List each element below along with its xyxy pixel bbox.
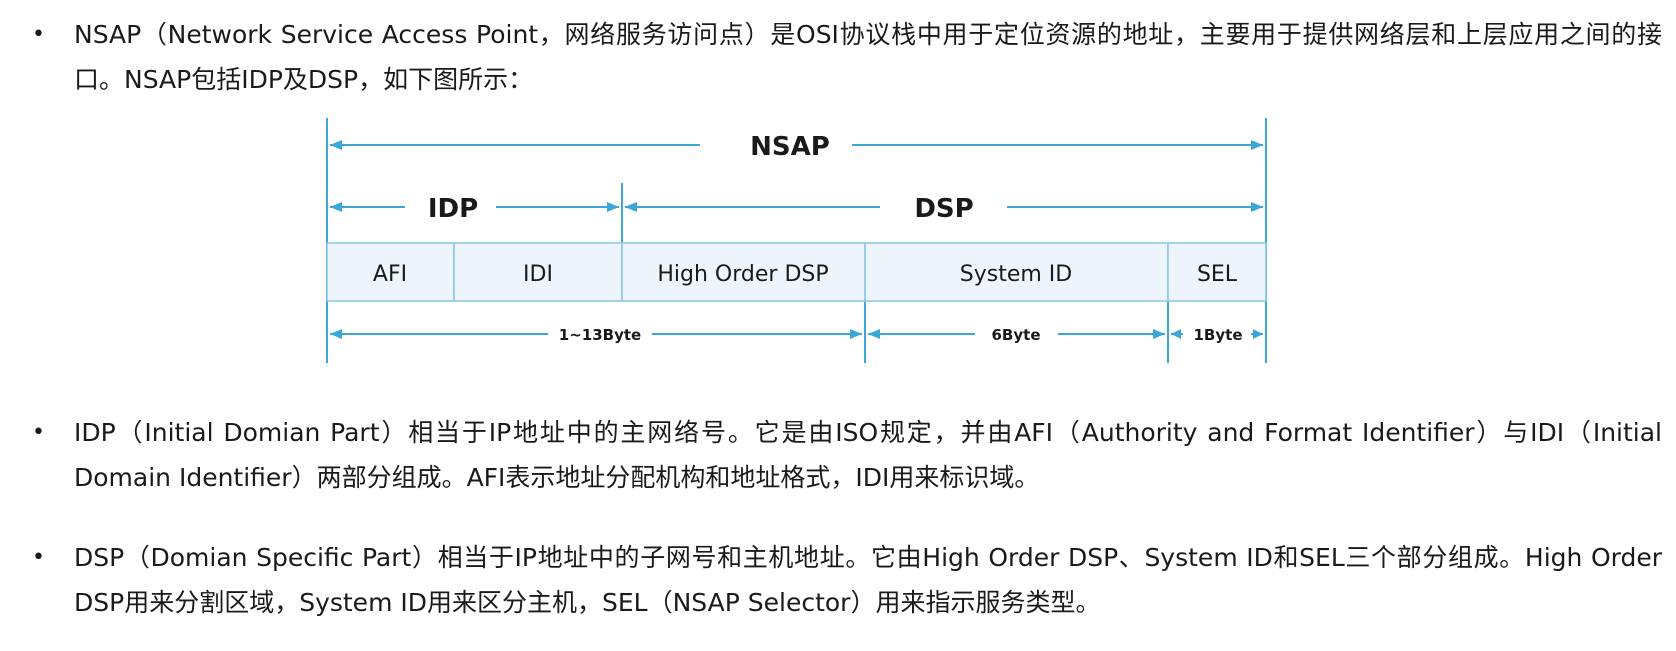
paragraph-text: IDP（Initial Domian Part）相当于IP地址中的主网络号。它是…	[74, 418, 1662, 492]
size-span-arrow-1	[330, 329, 862, 339]
paragraph-nsap: • NSAP（Network Service Access Point，网络服务…	[32, 12, 1662, 102]
idp-span-arrow	[330, 202, 619, 212]
field-idi-label: IDI	[523, 262, 553, 287]
field-system-id-label: System ID	[960, 262, 1072, 287]
field-afi-label: AFI	[373, 262, 407, 287]
bullet: •	[32, 545, 45, 570]
field-system-id	[864, 242, 1169, 302]
paragraph-text: NSAP（Network Service Access Point，网络服务访问…	[74, 20, 1662, 94]
nsap-span-arrow	[330, 140, 1263, 150]
field-sel	[1167, 242, 1267, 302]
idp-label: IDP	[428, 194, 478, 224]
field-idi	[453, 242, 623, 302]
paragraph-text: DSP（Domian Specific Part）相当于IP地址中的子网号和主机…	[74, 543, 1662, 617]
size-span-arrow-3	[1171, 329, 1263, 339]
paragraph-dsp: • DSP（Domian Specific Part）相当于IP地址中的子网号和…	[32, 535, 1662, 625]
dsp-label: DSP	[914, 194, 973, 224]
field-afi	[326, 242, 455, 302]
dsp-span-arrow	[625, 202, 1263, 212]
field-sel-label: SEL	[1197, 262, 1238, 287]
bullet: •	[32, 420, 45, 445]
size-span-arrow-2	[868, 329, 1165, 339]
paragraph-idp: • IDP（Initial Domian Part）相当于IP地址中的主网络号。…	[32, 410, 1662, 500]
bullet: •	[32, 22, 45, 47]
field-high-order-dsp-label: High Order DSP	[657, 262, 828, 287]
nsap-label: NSAP	[750, 132, 830, 162]
size-label-2: 6Byte	[992, 326, 1041, 344]
size-label-3: 1Byte	[1194, 326, 1243, 344]
size-label-1: 1~13Byte	[559, 326, 641, 344]
